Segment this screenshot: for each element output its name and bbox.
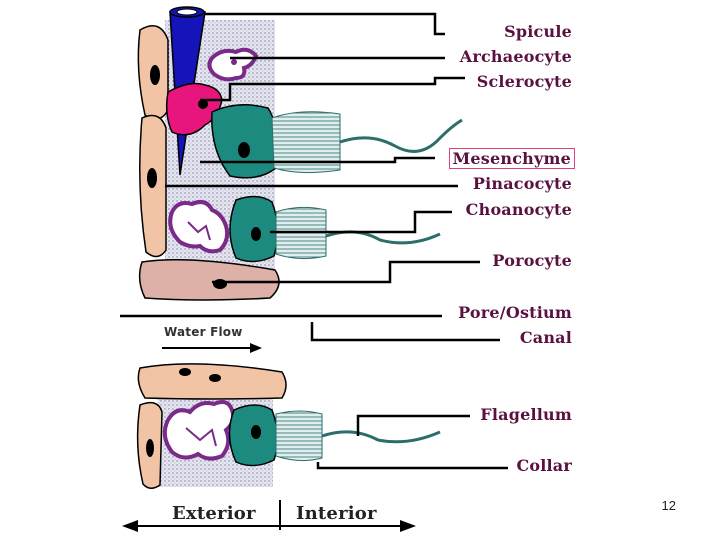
label-spicule: Spicule — [504, 22, 572, 41]
label-flagellum: Flagellum — [480, 405, 572, 424]
label-sclerocyte: Sclerocyte — [476, 72, 572, 91]
label-choanocyte: Choanocyte — [465, 200, 572, 219]
leader-lines — [120, 12, 508, 470]
choanocyte-group-3 — [228, 404, 441, 467]
archaeocyte-middle — [168, 200, 230, 254]
label-exterior: Exterior — [172, 503, 256, 524]
label-interior: Interior — [296, 503, 377, 524]
pinacocyte-column-upper — [137, 25, 169, 258]
label-archaeocyte: Archaeocyte — [459, 47, 572, 66]
label-porocyte: Porocyte — [492, 251, 572, 270]
label-water-flow: Water Flow — [164, 325, 243, 339]
archaeocyte-lower — [162, 400, 236, 461]
porocyte-cell — [138, 259, 280, 301]
choanocyte-group-1 — [211, 104, 463, 179]
page-number: 12 — [661, 498, 676, 513]
label-canal: Canal — [519, 328, 572, 347]
choanocyte-group-2 — [229, 195, 441, 263]
label-collar: Collar — [516, 456, 572, 475]
label-pore-ostium: Pore/Ostium — [458, 303, 572, 322]
label-pinacocyte: Pinacocyte — [472, 174, 572, 193]
label-mesenchyme: Mesenchyme — [448, 148, 575, 169]
